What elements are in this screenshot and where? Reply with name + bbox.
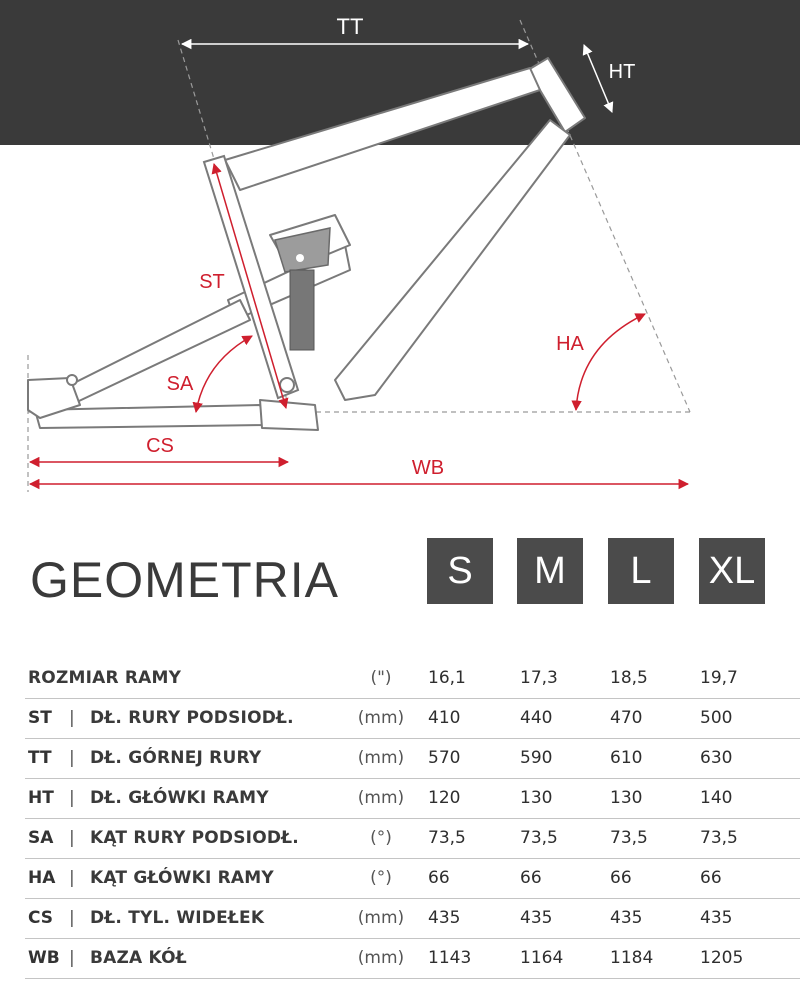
value-m: 130: [520, 788, 553, 808]
tt-label: TT: [337, 14, 364, 39]
row-code: HT: [28, 788, 54, 808]
sa-label: SA: [167, 373, 194, 395]
table-row-wb: WB | BAZA KÓŁ (mm) 1143 1164 1184 1205: [25, 938, 800, 979]
value-m: 66: [520, 868, 542, 888]
cs-label: CS: [146, 435, 174, 457]
size-badge-xl: XL: [699, 538, 765, 604]
row-label: ROZMIAR RAMY: [28, 668, 182, 688]
sa-angle-arc: [192, 335, 253, 414]
value-m: 17,3: [520, 668, 558, 688]
row-unit: (mm): [357, 708, 405, 728]
value-l: 18,5: [610, 668, 648, 688]
geometry-title: GEOMETRIA: [30, 552, 340, 608]
value-s: 1143: [428, 948, 472, 968]
st-label: ST: [199, 271, 225, 293]
row-separator: |: [69, 908, 75, 928]
table-row-ht: HT | DŁ. GŁÓWKI RAMY (mm) 120 130 130 14…: [25, 778, 800, 819]
ha-angle-arc: [571, 313, 646, 412]
value-s: 570: [428, 748, 461, 768]
value-l: 66: [610, 868, 632, 888]
row-label: DŁ. GÓRNEJ RURY: [90, 748, 262, 768]
table-row-frame-size: ROZMIAR RAMY (") 16,1 17,3 18,5 19,7: [25, 658, 800, 699]
value-l: 435: [610, 908, 643, 928]
value-l: 1184: [610, 948, 654, 968]
row-unit: (mm): [357, 788, 405, 808]
row-separator: |: [69, 828, 75, 848]
row-unit: (°): [370, 828, 392, 848]
value-l: 73,5: [610, 828, 648, 848]
value-s: 66: [428, 868, 450, 888]
row-label: BAZA KÓŁ: [90, 948, 187, 968]
value-m: 1164: [520, 948, 564, 968]
row-unit: (mm): [357, 748, 405, 768]
value-s: 73,5: [428, 828, 466, 848]
row-label: DŁ. TYL. WIDEŁEK: [90, 908, 265, 928]
row-label: DŁ. GŁÓWKI RAMY: [90, 788, 269, 808]
size-badge-l: L: [608, 538, 674, 604]
value-s: 16,1: [428, 668, 466, 688]
table-row-tt: TT | DŁ. GÓRNEJ RURY (mm) 570 590 610 63…: [25, 738, 800, 779]
ht-label: HT: [609, 61, 636, 83]
value-l: 610: [610, 748, 643, 768]
value-xl: 73,5: [700, 828, 738, 848]
value-xl: 140: [700, 788, 733, 808]
value-s: 120: [428, 788, 461, 808]
value-xl: 66: [700, 868, 722, 888]
size-badge-s: S: [427, 538, 493, 604]
row-code: HA: [28, 868, 56, 888]
value-xl: 630: [700, 748, 733, 768]
row-unit: (mm): [357, 948, 405, 968]
row-label: KĄT GŁÓWKI RAMY: [90, 868, 274, 888]
row-label: KĄT RURY PODSIODŁ.: [90, 828, 299, 848]
value-xl: 500: [700, 708, 733, 728]
row-code: WB: [28, 948, 60, 968]
value-xl: 19,7: [700, 668, 738, 688]
value-m: 435: [520, 908, 553, 928]
value-s: 410: [428, 708, 461, 728]
row-separator: |: [69, 708, 75, 728]
value-xl: 435: [700, 908, 733, 928]
row-unit: ("): [370, 668, 392, 688]
row-label: DŁ. RURY PODSIODŁ.: [90, 708, 294, 728]
value-s: 435: [428, 908, 461, 928]
value-l: 470: [610, 708, 643, 728]
row-unit: (mm): [357, 908, 405, 928]
row-separator: |: [69, 948, 75, 968]
row-unit: (°): [370, 868, 392, 888]
size-badge-m: M: [517, 538, 583, 604]
value-m: 73,5: [520, 828, 558, 848]
value-xl: 1205: [700, 948, 744, 968]
value-l: 130: [610, 788, 643, 808]
ht-dimension-arrow: [582, 44, 614, 113]
row-code: TT: [28, 748, 52, 768]
table-row-sa: SA | KĄT RURY PODSIODŁ. (°) 73,5 73,5 73…: [25, 818, 800, 859]
wb-label: WB: [412, 457, 444, 479]
table-row-ha: HA | KĄT GŁÓWKI RAMY (°) 66 66 66 66: [25, 858, 800, 899]
row-code: ST: [28, 708, 52, 728]
value-m: 440: [520, 708, 553, 728]
st-dimension-arrow: [211, 162, 289, 410]
row-separator: |: [69, 748, 75, 768]
ha-label: HA: [556, 333, 584, 355]
row-separator: |: [69, 788, 75, 808]
table-row-st: ST | DŁ. RURY PODSIODŁ. (mm) 410 440 470…: [25, 698, 800, 739]
table-row-cs: CS | DŁ. TYL. WIDEŁEK (mm) 435 435 435 4…: [25, 898, 800, 939]
value-m: 590: [520, 748, 553, 768]
row-separator: |: [69, 868, 75, 888]
frame-geometry-diagram: TT HT ST SA HA CS WB: [0, 0, 800, 492]
row-code: CS: [28, 908, 54, 928]
row-code: SA: [28, 828, 54, 848]
